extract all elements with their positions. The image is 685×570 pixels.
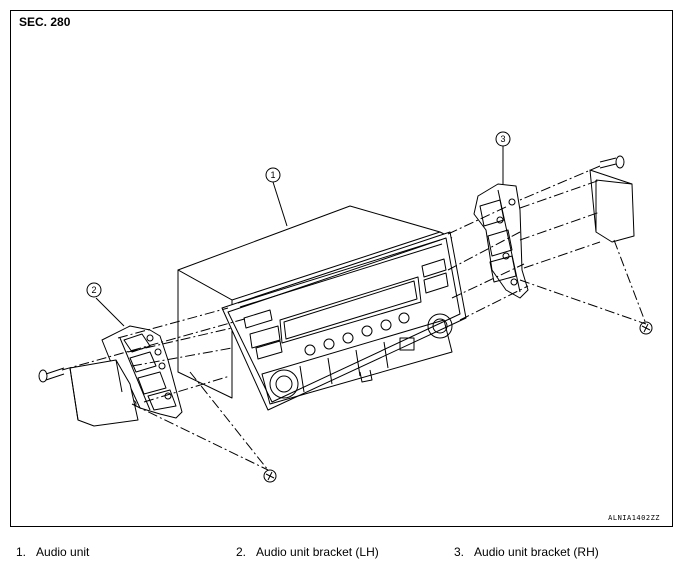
callout-3: 3 — [495, 131, 511, 147]
screw-lh — [38, 367, 65, 383]
image-code: ALNIA1402ZZ — [608, 514, 660, 522]
legend-item-3: 3. Audio unit bracket (RH) — [454, 545, 599, 559]
legend-number: 1. — [16, 545, 27, 559]
callout-2: 2 — [86, 282, 102, 298]
legend-number: 2. — [236, 545, 247, 559]
diagram-frame: SEC. 280 ALNIA1402ZZ — [10, 10, 673, 527]
legend-item-2: 2. Audio unit bracket (LH) — [236, 545, 379, 559]
spacer-block-lh — [69, 359, 139, 427]
exploded-view-diagram: 1 2 3 — [38, 131, 653, 483]
section-label: SEC. 280 — [19, 15, 71, 29]
svg-text:3: 3 — [500, 134, 505, 144]
svg-text:1: 1 — [270, 170, 275, 180]
legend-label: Audio unit — [36, 545, 90, 559]
legend-item-1: 1. Audio unit — [16, 545, 89, 559]
alignment-lines — [61, 165, 647, 471]
leader-1 — [272, 181, 288, 227]
screw-rh-top — [599, 155, 625, 169]
audio-unit — [177, 205, 467, 411]
leader-2 — [95, 297, 125, 327]
spacer-block-rh — [589, 169, 635, 243]
svg-text:2: 2 — [91, 285, 96, 295]
audio-unit-bracket-rh — [473, 183, 529, 299]
screw-lh-bottom — [263, 469, 277, 483]
screw-rh-bottom — [639, 321, 653, 335]
legend-label: Audio unit bracket (LH) — [256, 545, 379, 559]
legend-number: 3. — [454, 545, 465, 559]
callout-1: 1 — [265, 167, 281, 183]
legend-label: Audio unit bracket (RH) — [474, 545, 599, 559]
